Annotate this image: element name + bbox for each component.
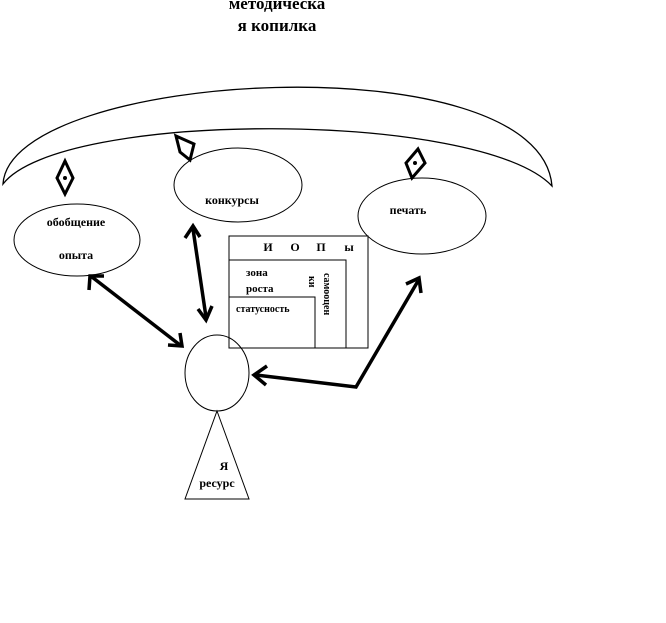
box-status-label: статусность <box>236 304 290 315</box>
arrow-obobshchenie-center-head-bottom <box>167 332 185 348</box>
arrow-konkursy-center <box>191 228 208 318</box>
box-status <box>228 296 316 349</box>
box-header-letter-2: О <box>290 240 299 254</box>
node-pechat-label: печать <box>390 203 427 217</box>
title-line-1: методическа <box>229 0 326 13</box>
node-obobshchenie-label-1: обобщение <box>47 215 106 229</box>
diamond-marker-left <box>55 157 75 198</box>
node-center-circle <box>184 334 250 412</box>
diamond-marker-left-dot <box>63 176 67 180</box>
arrow-obobshchenie-center <box>90 275 182 347</box>
box-zona-label-2: роста <box>246 283 274 295</box>
arrow-konkursy-center-head-top <box>183 222 202 239</box>
node-konkursy-label: конкурсы <box>205 193 259 207</box>
node-ya-resurs-label-1: Я <box>220 459 229 473</box>
arrow-konkursy-center-head-bottom <box>196 305 214 324</box>
node-konkursy <box>173 147 303 223</box>
arrow-center-pechat-head-bottom <box>251 364 268 387</box>
node-obobshchenie-label-2: опыта <box>59 248 93 262</box>
diamond-marker-middle <box>173 133 196 163</box>
title-line-2: я копилка <box>238 16 317 35</box>
node-pechat <box>357 177 487 255</box>
arrow-center-pechat <box>255 280 420 389</box>
arrow-center-pechat-head-top <box>405 275 423 294</box>
node-ya-resurs-label-2: ресурс <box>199 476 235 490</box>
box-samootsenki-label-1: самооцен <box>321 273 332 315</box>
diamond-marker-right-dot <box>413 161 417 165</box>
box-header-letter-4: ы <box>344 240 354 254</box>
node-obobshchenie <box>13 203 141 277</box>
node-ya-resurs-triangle <box>184 409 250 500</box>
arrow-obobshchenie-center-head-top <box>87 274 104 291</box>
box-zona-label-1: зона <box>246 267 268 279</box>
box-header-letter-1: И <box>263 240 273 254</box>
piggy-bank-arc <box>2 86 553 188</box>
box-header-letter-3: П <box>316 240 326 254</box>
box-samootsenki-label-2: ки <box>306 276 317 288</box>
